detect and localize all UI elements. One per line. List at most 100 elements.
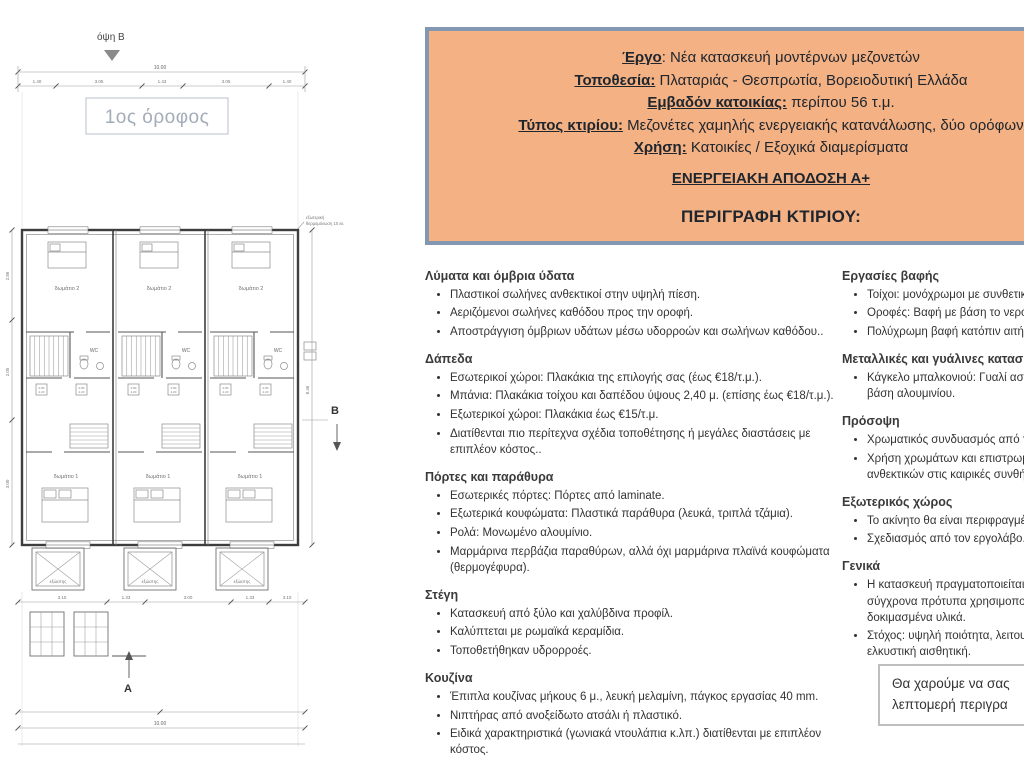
bullet-item: Εξωτερικοί χώροι: Πλακάκια έως €15/τ.μ. [450, 407, 840, 423]
door-tag: 0.80 2.20 [127, 383, 140, 396]
section-bullets: Κατασκευή από ξύλο και χαλύβδινα προφίλ.… [425, 606, 840, 659]
info-value-area: περίπου 56 τ.μ. [786, 94, 895, 111]
door-tag: 0.80 2.20 [259, 383, 272, 396]
svg-text:2.20: 2.20 [79, 390, 85, 394]
room-label-bedroom2: δωμάτιο 2 [239, 285, 264, 292]
section-floors: Δάπεδα Εσωτερικοί χώροι: Πλακάκια της επ… [425, 352, 840, 458]
floor-plan: όψη B 10.00 1.40 3.05 1.43 3.05 1.40 1ος… [0, 0, 420, 768]
insulation-note-line2: θερμομόνωση 10 εκ. [306, 221, 344, 226]
dim-top-1: 1.40 [33, 79, 42, 84]
section-bullets: Κάγκελο μπαλκονιού: Γυαλί ασφ βάση αλουμ… [842, 370, 1024, 402]
door-tag: 0.80 2.20 [35, 383, 48, 396]
section-marker-a: A [112, 651, 146, 695]
section-doors-windows: Πόρτες και παράθυρα Εσωτερικές πόρτες: Π… [425, 470, 840, 576]
dim-top-2: 3.05 [95, 79, 104, 84]
room-label-wc: WC [182, 348, 191, 354]
bullet-item: Πλαστικοί σωλήνες ανθεκτικοί στην υψηλή … [450, 287, 840, 303]
section-title: Εργασίες βαφής [842, 268, 940, 283]
info-value-project: : Νέα κατασκευή μοντέρνων μεζονετών [661, 49, 920, 66]
bullet-item: Τοποθετήθηκαν υδρορροές. [450, 643, 840, 659]
bullet-item: Χρωματικός συνδυασμός από το [867, 432, 1024, 448]
unit-2: δωμάτιο 2 WC 0.80 2.20 0.80 2.20 δωμάτιο… [118, 226, 202, 549]
dim-left-2: 2.05 [5, 367, 10, 376]
room-label-bedroom1: δωμάτιο 1 [54, 473, 79, 480]
section-roof: Στέγη Κατασκευή από ξύλο και χαλύβδινα π… [425, 588, 840, 659]
bullet-item: Διατίθενται πιο περίτεχνα σχέδια τοποθέτ… [450, 426, 840, 458]
left-dimensions: 2.86 2.05 3.00 [5, 227, 15, 548]
marker-b-label: B [331, 405, 339, 417]
marker-a-label: A [124, 683, 132, 695]
bullet-item: Μαρμάρινα περβάζια παραθύρων, αλλά όχι μ… [450, 544, 840, 576]
svg-text:2.20: 2.20 [263, 390, 269, 394]
section-title: Λύματα και όμβρια ύδατα [425, 268, 575, 283]
info-label-building-type: Τύπος κτιρίου: [518, 116, 623, 134]
section-bullets: Εσωτερικές πόρτες: Πόρτες από laminate. Ε… [425, 488, 840, 576]
bullet-item: Σχεδιασμός από τον εργολάβο. [867, 531, 1024, 547]
door-tag: 0.80 2.20 [167, 383, 180, 396]
bullet-item: Ειδικά χαρακτηριστικά (γωνιακά ντουλάπια… [450, 726, 840, 758]
ground-grids [29, 611, 109, 657]
bullet-item: Μπάνια: Πλακάκια τοίχου και δαπέδου ύψου… [450, 388, 840, 404]
info-line-use: Χρήση: Κατοικίες / Εξοχικά διαμερίσματα [439, 137, 1024, 160]
svg-text:2.20: 2.20 [131, 390, 137, 394]
room-label-bedroom2: δωμάτιο 2 [55, 285, 80, 292]
dim-bottom-4: 1.33 [246, 595, 255, 600]
dim-top-3: 1.43 [158, 79, 167, 84]
section-title: Κουζίνα [425, 671, 473, 685]
section-kitchen: Κουζίνα Έπιπλα κουζίνας μήκους 6 μ., λευ… [425, 671, 840, 758]
svg-text:2.20: 2.20 [171, 390, 177, 394]
bullet-item: Εξωτερικά κουφώματα: Πλαστικά παράθυρα (… [450, 506, 840, 522]
section-bullets: Τοίχοι: μονόχρωμοι με συνθετικΟροφές: Βα… [842, 287, 1024, 340]
svg-text:0.80: 0.80 [79, 386, 85, 390]
info-value-location: Πλαταριάς - Θεσπρωτία, Βορειοδυτική Ελλά… [655, 71, 968, 89]
insulation-note-line1: εξωτερική [306, 215, 325, 220]
contact-note-box: Θα χαρούμε να σας λεπτομερή περιγρα [878, 664, 1024, 726]
view-label: όψη B [97, 31, 125, 43]
info-value-use: Κατοικίες / Εξοχικά διαμερίσματα [686, 139, 909, 156]
description-column-right: Εργασίες βαφής Τοίχοι: μονόχρωμοι με συν… [842, 269, 1024, 761]
bullet-item: Πολύχρωμη βαφή κατόπιν αιτήμα [867, 324, 1024, 340]
floor-label-box [85, 97, 229, 135]
bullet-item: Καλύπτεται με ρωμαϊκά κεραμίδια. [450, 624, 840, 640]
description-columns: Λύματα και όμβρια ύδατα Πλαστικοί σωλήνε… [425, 269, 1024, 761]
dim-total-bottom: 10.00 [154, 721, 167, 727]
section-exterior: Εξωτερικός χώρος Το ακίνητο θα είναι περ… [842, 495, 1024, 548]
info-line-area: Εμβαδόν κατοικίας: περίπου 56 τ.μ. [439, 92, 1024, 115]
svg-text:2.20: 2.20 [39, 390, 45, 394]
section-bullets: Εσωτερικοί χώροι: Πλακάκια της επιλογής … [425, 370, 840, 458]
info-label-location: Τοποθεσία: [574, 71, 656, 89]
balcony-label: εξώστης [234, 578, 252, 584]
energy-rating-line: ΕΝΕΡΓΕΙΑΚΗ ΑΠΟΔΟΣΗ Α+ [671, 169, 871, 187]
door-tag: 0.80 2.20 [75, 383, 88, 396]
floor-label: 1ος όροφος [105, 107, 210, 128]
bullet-item: Έπιπλα κουζίνας μήκους 6 μ., λευκή μελαμ… [450, 689, 840, 705]
dim-top-4: 3.05 [222, 79, 231, 84]
unit-3: δωμάτιο 2 WC 0.80 2.20 0.80 2.20 δωμάτιο… [210, 226, 294, 549]
dim-total-top: 10.00 [154, 65, 167, 71]
svg-text:0.80: 0.80 [171, 386, 177, 390]
bullet-item: Εσωτερικές πόρτες: Πόρτες από laminate. [450, 488, 840, 504]
marker-b-arrow-icon [333, 442, 341, 451]
right-panel: Έργο: Νέα κατασκευή μοντέρνων μεζονετών … [425, 0, 1024, 761]
room-label-bedroom2: δωμάτιο 2 [147, 285, 172, 292]
bottom-dimensions: 3.10 1.33 3.00 1.33 3.10 10.00 [15, 592, 308, 746]
room-label-wc: WC [90, 348, 99, 354]
info-line-location: Τοποθεσία: Πλαταριάς - Θεσπρωτία, Βορειο… [439, 70, 1024, 93]
bullet-item: Κατασκευή από ξύλο και χαλύβδινα προφίλ. [450, 606, 840, 622]
section-bullets: Η κατασκευή πραγματοποιείται σύγχρονα πρ… [842, 577, 1024, 660]
info-line-building-type: Τύπος κτιρίου: Μεζονέτες χαμηλής ενεργει… [439, 115, 1024, 138]
bullet-item: Στόχος: υψηλή ποιότητα, λειτου ελκυστική… [867, 628, 1024, 660]
section-facade: Πρόσοψη Χρωματικός συνδυασμός από τοΧρήσ… [842, 414, 1024, 483]
description-heading: ΠΕΡΙΓΡΑΦΗ ΚΤΙΡΙΟΥ: [680, 206, 862, 226]
bullet-item: Το ακίνητο θα είναι περιφραγμέ [867, 513, 1024, 529]
section-title: Γενικά [842, 559, 881, 574]
bullet-item: Η κατασκευή πραγματοποιείται σύγχρονα πρ… [867, 577, 1024, 625]
dim-bottom-2: 1.33 [122, 595, 131, 600]
svg-text:0.80: 0.80 [131, 386, 137, 390]
svg-text:0.80: 0.80 [263, 386, 269, 390]
bullet-item: Τοίχοι: μονόχρωμοι με συνθετικ [867, 287, 1024, 303]
project-info-box: Έργο: Νέα κατασκευή μοντέρνων μεζονετών … [425, 27, 1024, 245]
bullet-item: Αποστράγγιση όμβριων υδάτων μέσω υδορροώ… [450, 324, 840, 340]
section-title: Εξωτερικός χώρος [842, 494, 953, 509]
top-dimensions: 10.00 1.40 3.05 1.43 3.05 1.40 [15, 65, 308, 228]
